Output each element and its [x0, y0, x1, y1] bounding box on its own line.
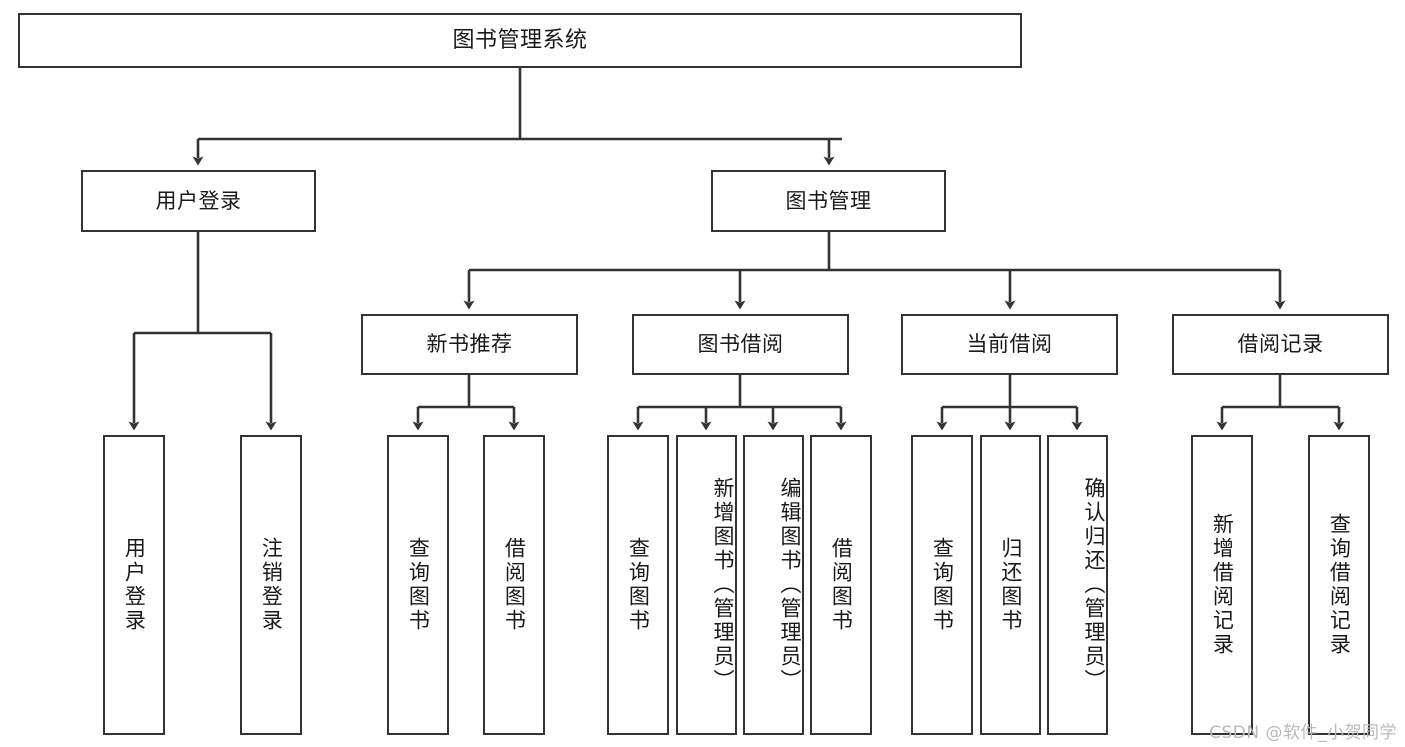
leaf-add-borrow-record[interactable]: 新增借阅记录 [1191, 435, 1253, 735]
leaf-query-books-current[interactable]: 查询图书 [911, 435, 973, 735]
node-label: 图书管理系统 [452, 27, 588, 53]
node-label: 查询图书 [930, 537, 955, 633]
leaf-user-login[interactable]: 用户登录 [103, 435, 165, 735]
node-label: 新增借阅记录 [1210, 513, 1235, 657]
leaf-add-book-admin[interactable]: 新增图书（管理员） [676, 435, 737, 735]
node-book-management-system[interactable]: 图书管理系统 [18, 13, 1022, 68]
node-book-management[interactable]: 图书管理 [711, 170, 946, 232]
node-borrowing-records[interactable]: 借阅记录 [1172, 314, 1389, 375]
node-label: 用户登录 [122, 537, 147, 633]
node-label: 借阅图书 [502, 537, 527, 633]
node-label: 查询图书 [406, 537, 431, 633]
leaf-query-borrow-record[interactable]: 查询借阅记录 [1308, 435, 1370, 735]
leaf-confirm-return-admin[interactable]: 确认归还（管理员） [1047, 435, 1108, 735]
node-label: 借阅记录 [1237, 332, 1324, 357]
node-user-login[interactable]: 用户登录 [81, 170, 316, 232]
node-book-borrowing[interactable]: 图书借阅 [632, 314, 849, 375]
leaf-return-books[interactable]: 归还图书 [980, 435, 1041, 735]
node-new-book-recommendation[interactable]: 新书推荐 [361, 314, 578, 375]
leaf-borrow-books[interactable]: 借阅图书 [810, 435, 872, 735]
node-label: 查询借阅记录 [1327, 513, 1352, 657]
node-label: 注销登录 [259, 537, 284, 633]
leaf-edit-book-admin[interactable]: 编辑图书（管理员） [743, 435, 804, 735]
node-label: 确认归还（管理员） [1082, 477, 1106, 693]
node-label: 图书借阅 [697, 332, 784, 357]
node-label: 新书推荐 [426, 332, 513, 357]
leaf-borrow-books-recommend[interactable]: 借阅图书 [483, 435, 545, 735]
leaf-query-books-borrow[interactable]: 查询图书 [607, 435, 669, 735]
node-label: 编辑图书（管理员） [778, 477, 802, 693]
node-label: 图书管理 [785, 188, 872, 213]
node-label: 借阅图书 [829, 537, 854, 633]
leaf-query-books-recommend[interactable]: 查询图书 [387, 435, 449, 735]
node-label: 当前借阅 [966, 332, 1053, 357]
node-label: 新增图书（管理员） [711, 477, 735, 693]
node-label: 用户登录 [155, 188, 242, 213]
node-label: 归还图书 [998, 537, 1023, 633]
node-current-borrowing[interactable]: 当前借阅 [901, 314, 1118, 375]
leaf-logout[interactable]: 注销登录 [240, 435, 302, 735]
csdn-watermark: CSDN @软件_小贺同学 [1209, 723, 1397, 743]
node-label: 查询图书 [626, 537, 651, 633]
